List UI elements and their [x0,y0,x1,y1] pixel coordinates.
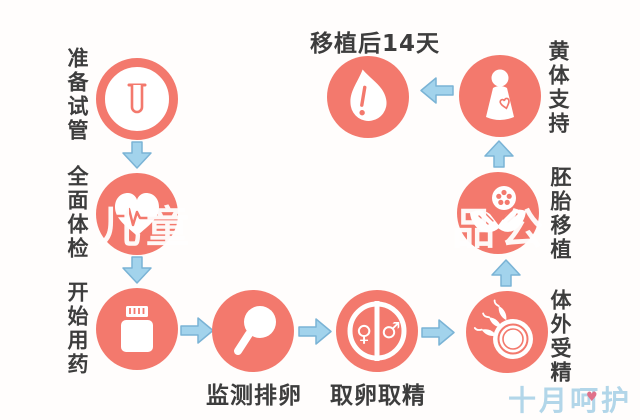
fertilization-icon [466,291,548,373]
brand-logo: 十月呵护 [508,384,633,417]
pregnant-woman-icon [459,55,541,137]
label-egg-sperm-retrieval: 取卵取精 [330,383,426,409]
arrow-down-1 [122,141,152,169]
label-blood-test-day14: 移植后14天 [310,31,441,57]
label-ivf: 体外受精 [548,289,572,385]
embryo-hands-icon [457,172,539,254]
arrow-right-2 [298,318,332,345]
test-tube-icon [96,58,178,140]
label-luteal-support: 黄体支持 [546,40,570,136]
logo-heart-icon: ♥ [586,390,598,405]
arrow-up-2 [484,140,514,168]
label-full-checkup: 全面体检 [65,165,89,261]
female-symbol: ♀ [356,322,372,347]
arrow-up-1 [491,259,521,287]
watermark-overlay-right: 品公 [452,205,548,255]
arrow-left-1 [420,77,454,104]
heart-ecg-icon [96,173,178,255]
arrow-right-3 [421,319,455,346]
label-embryo-transfer: 胚胎移植 [548,166,572,262]
magnifier-icon [212,290,294,372]
medicine-bottle-icon [96,288,178,370]
arrow-right-1 [180,317,214,344]
male-symbol: ♂ [381,319,401,344]
blood-drop-icon [327,56,409,138]
gender-symbols-icon: ♀ ♂ [336,290,418,372]
watermark-overlay-left: 儿童 [98,203,194,253]
arrow-down-2 [122,256,152,284]
label-monitor-ovulation: 监测排卵 [206,383,302,409]
label-prepare-tube: 准备试管 [65,47,89,143]
label-medication: 开始用药 [65,281,89,377]
